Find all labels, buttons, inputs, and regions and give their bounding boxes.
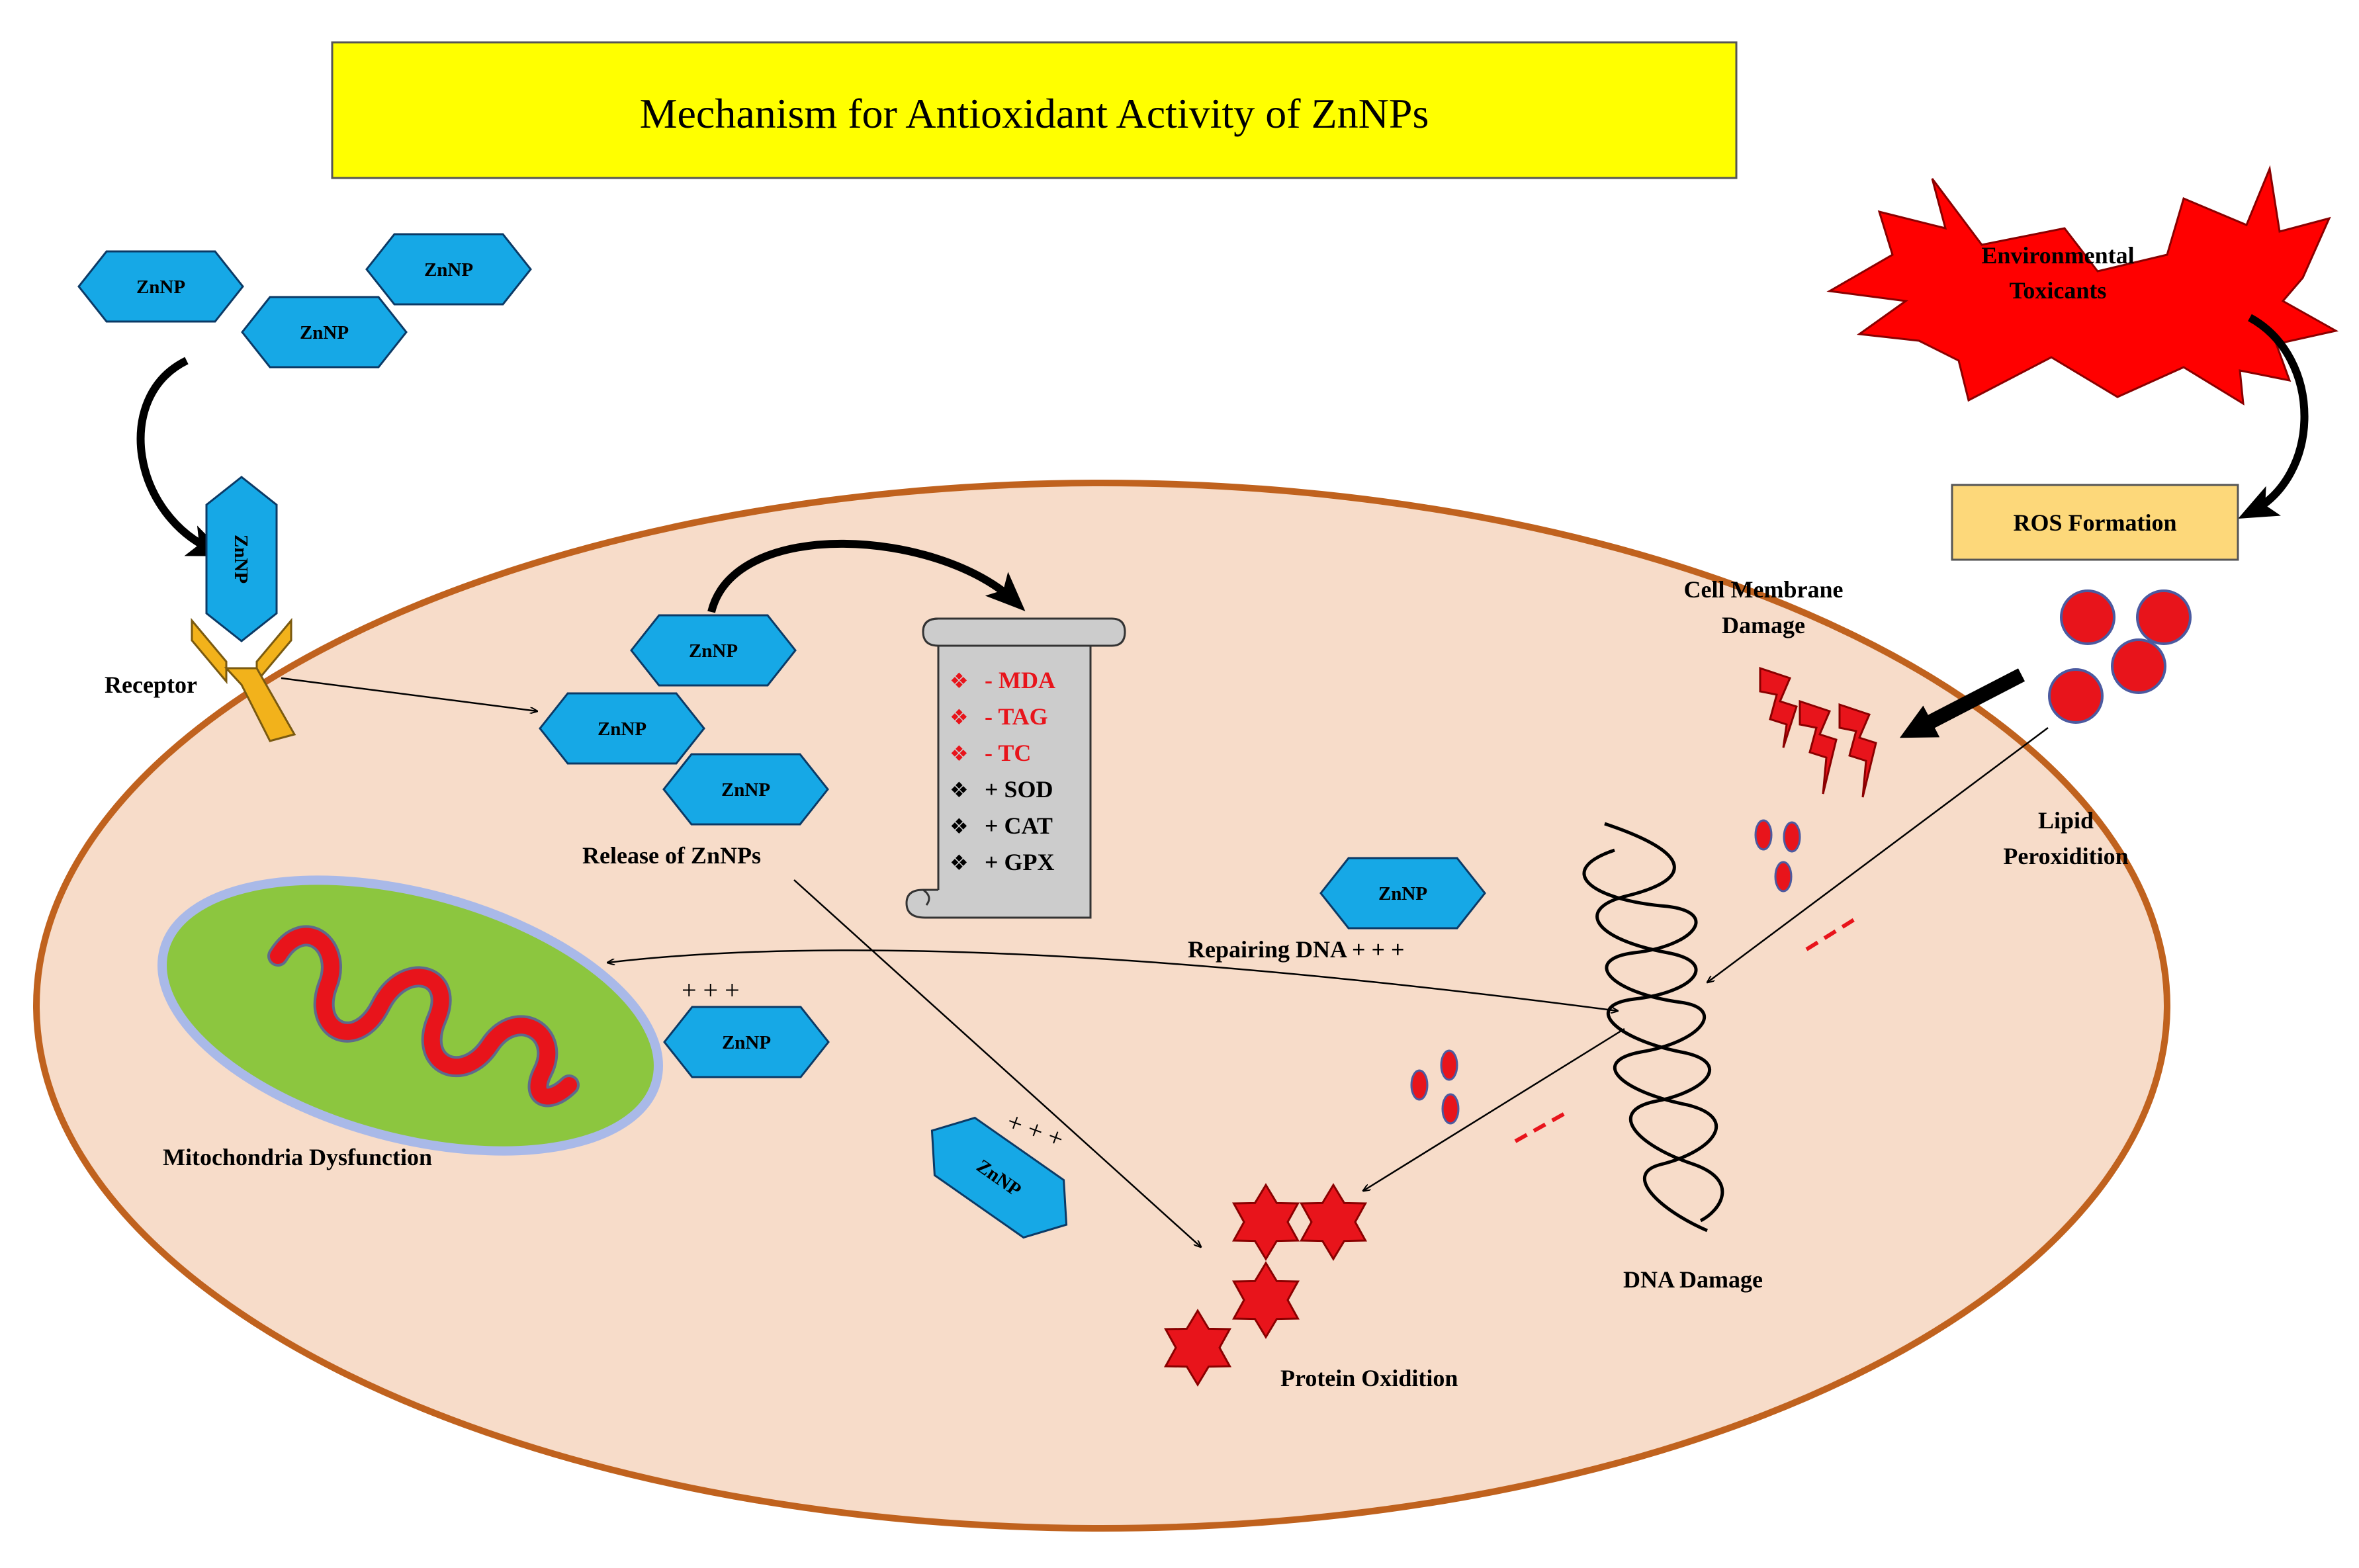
title-box: Mechanism for Antioxidant Activity of Zn… (331, 41, 1738, 179)
inhibit-dash-dna (1805, 914, 1861, 951)
diagram-title: Mechanism for Antioxidant Activity of Zn… (640, 90, 1429, 137)
star-of-david-icon (1299, 1183, 1368, 1261)
arrow-receptor-to-release (281, 677, 537, 711)
ros-droplets-icon (1410, 1049, 1460, 1125)
dna-label: DNA Damage (1623, 1266, 1763, 1293)
znp-hexagon-icon: ZnNP (241, 296, 408, 369)
bullet-icon: ❖ (950, 814, 969, 838)
lipid-label-1: Lipid (2038, 807, 2094, 834)
cmd-label-1: Cell Membrane (1684, 576, 1844, 603)
bullet-icon: ❖ (950, 742, 969, 765)
ros-box: ROS Formation (1951, 484, 2239, 561)
scroll-item: - MDA (985, 667, 1055, 693)
scroll-item: + GPX (985, 849, 1055, 875)
scroll-icon (905, 617, 1126, 919)
scroll-item: + CAT (985, 812, 1053, 839)
scroll-item: - TC (985, 740, 1031, 766)
star-of-david-icon (1231, 1261, 1300, 1339)
plus-mito: + + + (682, 975, 740, 1005)
bullet-icon: ❖ (950, 669, 969, 693)
svg-text:ZnNP: ZnNP (136, 277, 185, 298)
znp-hexagon-icon: ZnNP (205, 476, 278, 642)
svg-text:ZnNP: ZnNP (721, 779, 770, 801)
arrow-lipid-to-dna (1707, 726, 2049, 982)
arrow-toxicants-to-ros (2238, 314, 2309, 519)
svg-text:ZnNP: ZnNP (598, 719, 646, 740)
protein-stars (1163, 1183, 1368, 1387)
znp-hexagon-icon: ZnNP (663, 1006, 830, 1078)
svg-text:ZnNP: ZnNP (1378, 883, 1427, 904)
svg-text:ZnNP: ZnNP (689, 640, 738, 662)
env-label-2: Toxicants (2010, 277, 2107, 304)
svg-text:ZnNP: ZnNP (722, 1032, 771, 1053)
inhibit-dash-protein (1514, 1110, 1570, 1143)
dna-helix-icon (1582, 822, 1724, 1233)
znp-hexagon-icon: ZnNP (911, 1100, 1088, 1255)
znp-hexagon-icon: ZnNP (77, 250, 244, 323)
star-of-david-icon (1163, 1309, 1232, 1387)
repair-label: Repairing DNA + + + (1188, 936, 1405, 963)
ros-droplets-icon (1754, 819, 1801, 893)
arrow-to-receptor (136, 357, 228, 556)
star-of-david-icon (1231, 1183, 1300, 1261)
arrow-mito-dna (607, 949, 1618, 1011)
bullet-icon: ❖ (950, 705, 969, 729)
znp-hexagon-icon: ZnNP (539, 692, 705, 765)
mito-label: Mitochondria Dysfunction (163, 1144, 432, 1170)
receptor-label: Receptor (105, 672, 197, 698)
env-label-1: Environmental (1981, 242, 2134, 269)
znp-hexagon-icon: ZnNP (365, 233, 532, 306)
bullet-icon: ❖ (950, 851, 969, 875)
znp-hexagon-icon: ZnNP (1319, 857, 1486, 930)
explosion-icon: Environmental Toxicants (1826, 165, 2339, 406)
scroll-list: ❖ - MDA ❖ - TAG ❖ - TC ❖ + SOD ❖ + CAT ❖ + GPX (950, 667, 1055, 875)
svg-text:ZnNP: ZnNP (230, 535, 251, 584)
cmd-label-2: Damage (1722, 612, 1805, 638)
znp-hexagon-icon: ZnNP (630, 614, 797, 687)
arrow-dna-to-protein (1363, 1027, 1625, 1191)
svg-text:ZnNP: ZnNP (300, 322, 349, 343)
ros-label: ROS Formation (2014, 509, 2177, 536)
znp-hexagon-icon: ZnNP (662, 753, 829, 826)
arrow-release-to-protein (793, 879, 1201, 1247)
svg-text:ZnNP: ZnNP (424, 259, 473, 281)
scroll-item: - TAG (985, 703, 1048, 730)
ros-sphere-icon (2048, 589, 2192, 724)
arrow-ros-to-membrane (1899, 668, 2025, 738)
protein-label: Protein Oxidition (1280, 1365, 1458, 1391)
lightning-icon (1759, 666, 1877, 798)
bullet-icon: ❖ (950, 778, 969, 802)
scroll-item: + SOD (985, 776, 1053, 803)
receptor-icon (191, 617, 296, 742)
arrow-to-scroll (707, 539, 1026, 613)
mitochondria-icon (157, 875, 663, 1156)
lipid-label-2: Peroxidition (2003, 843, 2128, 869)
release-label: Release of ZnNPs (582, 842, 761, 869)
